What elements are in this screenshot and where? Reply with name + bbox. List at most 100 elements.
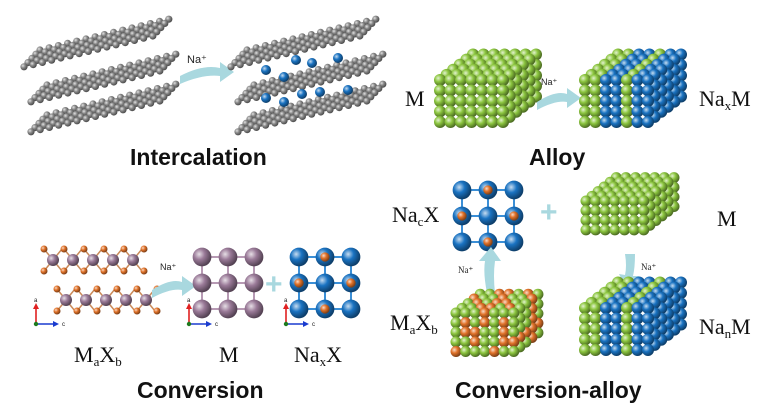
atom xyxy=(489,346,500,357)
atom xyxy=(455,84,467,97)
atom xyxy=(579,74,591,86)
formula-text: Na xyxy=(392,202,418,227)
atom xyxy=(590,205,602,217)
atom xyxy=(450,336,462,348)
host-atom xyxy=(27,128,35,136)
anion-atom xyxy=(483,237,493,247)
anion-atom xyxy=(153,307,161,315)
sodium-ion xyxy=(315,87,325,97)
atom xyxy=(498,317,510,329)
atom xyxy=(479,307,491,319)
sodium-ion xyxy=(333,53,343,63)
atom xyxy=(642,344,654,356)
anion-atom xyxy=(53,307,61,315)
atom xyxy=(621,312,633,325)
host-atom xyxy=(252,93,260,101)
anion-atom xyxy=(457,211,467,221)
atom xyxy=(600,312,612,325)
host-atom xyxy=(110,108,118,116)
anion-atom xyxy=(140,245,148,253)
host-atom xyxy=(101,80,109,88)
atom xyxy=(590,214,602,226)
anion-atom xyxy=(100,267,108,275)
axis-label-c: c xyxy=(215,322,218,328)
lattice-atom xyxy=(504,232,524,252)
host-atom xyxy=(29,61,37,69)
layered-compound-structure xyxy=(40,245,161,315)
atom xyxy=(508,326,520,338)
atom xyxy=(465,116,478,128)
host-atom xyxy=(91,82,99,90)
anion-atom xyxy=(320,304,330,314)
host-atom xyxy=(328,39,336,47)
host-atom xyxy=(354,99,362,107)
atom xyxy=(580,224,592,236)
sodium-ion xyxy=(261,93,271,103)
host-atom xyxy=(101,110,109,118)
formula-subscript: n xyxy=(724,326,732,341)
host-atom xyxy=(326,106,334,114)
atom xyxy=(642,116,654,128)
host-atom xyxy=(243,126,251,134)
host-atom xyxy=(73,117,81,125)
host-atom xyxy=(298,112,306,120)
atom xyxy=(619,224,630,236)
arrow-label-alloy: Na⁺ xyxy=(541,77,558,87)
sodium-ion xyxy=(279,97,289,107)
atom xyxy=(590,195,602,207)
anion-atom xyxy=(483,185,493,195)
atom xyxy=(619,214,630,226)
host-atom xyxy=(119,106,127,114)
atom xyxy=(628,214,640,226)
host-atom xyxy=(234,98,242,106)
anion-atom xyxy=(133,307,141,315)
anion-atom xyxy=(113,307,121,315)
alloyed-cube xyxy=(579,48,687,128)
host-atom xyxy=(156,67,164,75)
atom xyxy=(638,224,650,236)
atom xyxy=(469,346,481,357)
atom xyxy=(465,95,478,107)
formula-subscript: a xyxy=(93,354,100,369)
formula-ca-intermediate1: NacX xyxy=(392,202,439,230)
atom xyxy=(455,74,467,86)
sodium-arrow-conversion xyxy=(152,276,196,298)
atom xyxy=(610,84,623,97)
atom xyxy=(599,224,611,236)
axis-origin xyxy=(283,321,289,327)
atom xyxy=(631,95,644,107)
compound-cube xyxy=(450,288,544,357)
sodium-compound-lattice xyxy=(452,180,524,252)
host-atom xyxy=(75,50,83,58)
atom xyxy=(497,105,509,118)
atom xyxy=(434,74,446,86)
metal-atom xyxy=(107,254,119,266)
metal-atom xyxy=(100,294,112,306)
arrow-shape xyxy=(152,276,196,298)
host-atom xyxy=(344,101,352,109)
formula-ca-intermediate2: M xyxy=(717,206,737,232)
formula-conversion-product1: M xyxy=(219,342,239,368)
atom xyxy=(599,214,611,226)
atom xyxy=(497,95,509,107)
atom xyxy=(631,333,644,346)
atom xyxy=(486,84,499,97)
metal-cube xyxy=(434,48,542,128)
atom xyxy=(444,84,457,97)
atom xyxy=(434,84,446,97)
atom xyxy=(619,205,630,217)
anion-atom xyxy=(294,278,304,288)
atom xyxy=(599,195,611,207)
atom xyxy=(610,323,623,335)
formula-text: X xyxy=(415,310,432,335)
host-atom xyxy=(91,112,99,120)
host-atom xyxy=(255,56,263,64)
lattice-atom xyxy=(478,206,498,226)
metal-atom xyxy=(67,254,79,266)
lattice-atom xyxy=(218,299,238,319)
atom xyxy=(450,307,462,319)
atom xyxy=(609,205,621,217)
formula-subscript: b xyxy=(115,354,122,369)
host-atom xyxy=(363,67,371,75)
atom xyxy=(444,95,457,107)
